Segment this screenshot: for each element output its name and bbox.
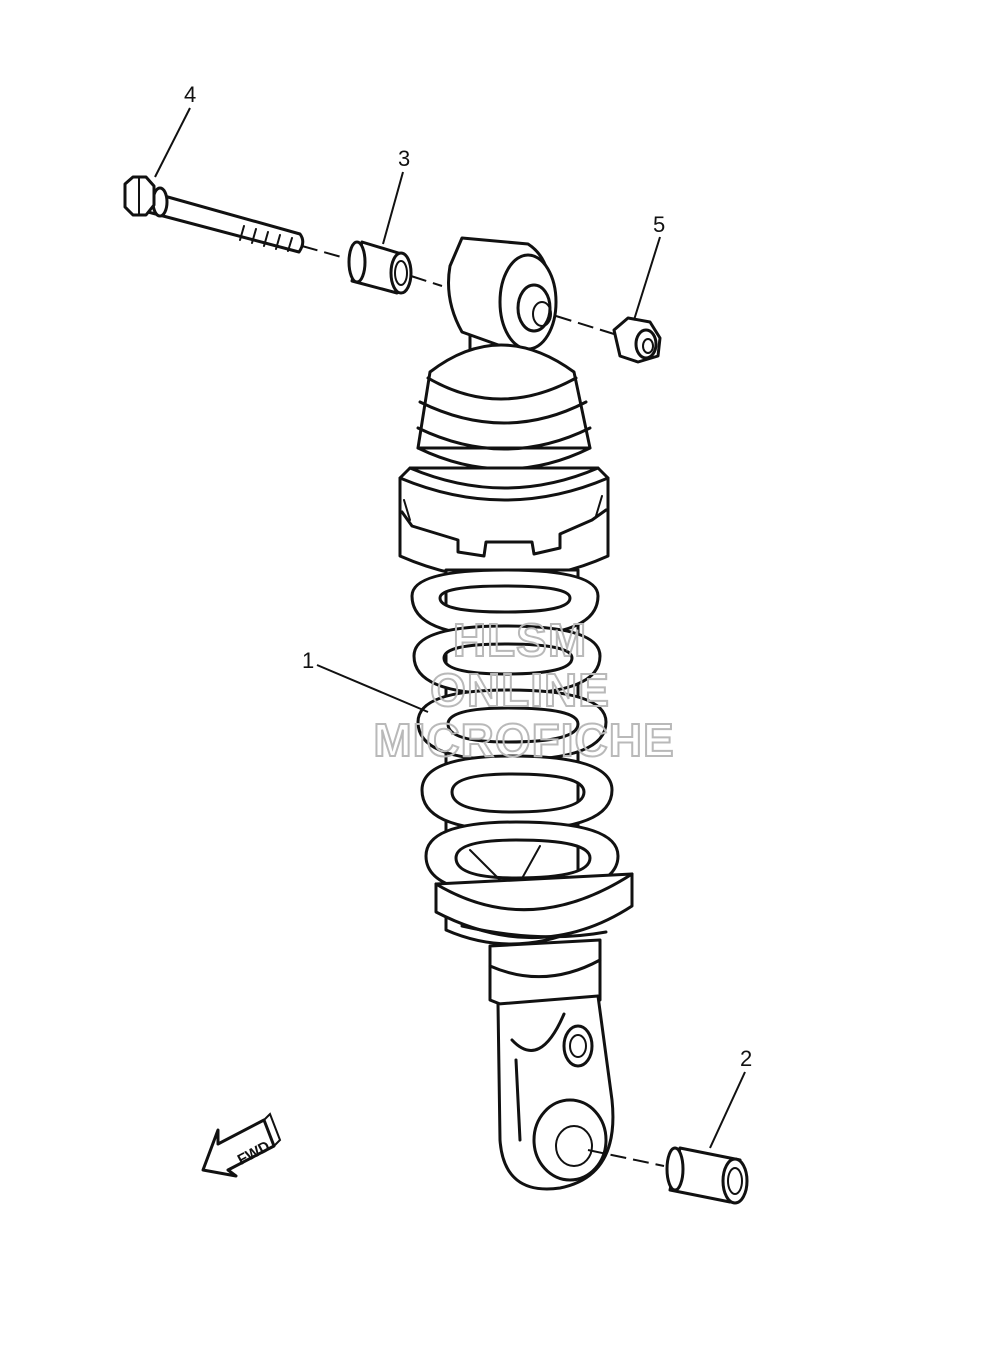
part-5-nut[interactable] <box>612 316 662 364</box>
part-2-collar[interactable] <box>665 1146 749 1205</box>
leader-line-1 <box>316 664 429 713</box>
callout-4[interactable]: 4 <box>184 82 196 107</box>
watermark: HLSM ONLINE MICROFICHE <box>372 613 674 767</box>
part-4-bolt[interactable] <box>123 175 305 254</box>
callout-1[interactable]: 1 <box>302 648 314 673</box>
callout-2[interactable]: 2 <box>740 1046 752 1071</box>
fwd-direction-arrow: FWD <box>201 1112 282 1178</box>
part-3-collar[interactable] <box>347 240 413 295</box>
watermark-line-2: ONLINE <box>430 664 610 716</box>
leader-line-3 <box>382 171 404 245</box>
leader-line-5 <box>633 236 661 321</box>
axis-line-bolt <box>301 245 346 259</box>
callout-3[interactable]: 3 <box>398 146 410 171</box>
callout-5[interactable]: 5 <box>653 212 665 237</box>
leader-line-2 <box>709 1071 746 1149</box>
watermark-line-1: HLSM <box>453 614 587 666</box>
axis-line-lower-collar <box>587 1149 665 1167</box>
axis-line-collar <box>410 275 443 287</box>
axis-line-nut <box>555 315 615 335</box>
leader-line-4 <box>154 107 191 178</box>
watermark-line-3: MICROFICHE <box>373 714 674 766</box>
part-1-rear-shock-absorber[interactable] <box>398 236 634 1191</box>
